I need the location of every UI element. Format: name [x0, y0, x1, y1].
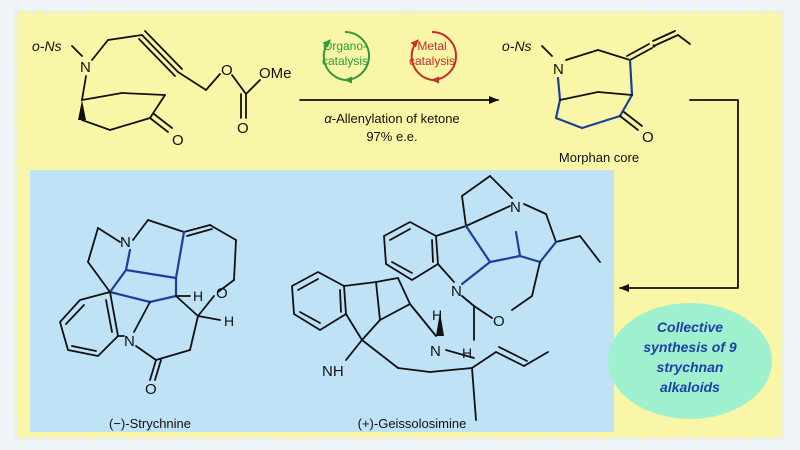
morphan-core-label: Morphan core: [559, 150, 639, 165]
str-o-ether: O: [216, 285, 228, 302]
str-h-1: H: [193, 288, 203, 304]
arrow-label-text: -Allenylation of ketone: [332, 111, 460, 126]
mc-o-ketone: O: [642, 129, 654, 146]
gs-n-top: N: [510, 199, 521, 216]
gs-h-1: H: [432, 307, 442, 323]
morphan-core: o-Ns N O Morphan core: [502, 30, 691, 165]
metal-label-2: catalysis: [409, 54, 455, 68]
mc-ns-label: o-Ns: [502, 38, 532, 54]
bubble-line-2: synthesis of 9: [643, 339, 737, 355]
sm-o-methyl: OMe: [259, 65, 292, 82]
sm-ns-label: o-Ns: [32, 38, 62, 54]
metal-catalysis-cycle: Metal catalysis: [409, 31, 457, 84]
alpha-symbol: α: [324, 111, 332, 126]
str-h-2: H: [224, 313, 234, 329]
bubble-line-3: strychnan: [657, 359, 724, 375]
result-bubble-shape: [608, 303, 772, 419]
sm-o-carbonyl: O: [237, 120, 249, 137]
str-n-top: N: [120, 234, 131, 251]
mc-n-atom: N: [553, 61, 564, 78]
gs-n-mid: N: [451, 283, 462, 300]
bubble-line-1: Collective: [657, 319, 723, 335]
starting-material: o-Ns N O O OMe O: [32, 30, 292, 149]
gs-h-2: H: [462, 345, 472, 361]
organocatalysis-cycle: Organo- catalysis: [322, 31, 370, 84]
strychnine-structure: N O H H N O: [59, 219, 237, 431]
ee-label: 97% e.e.: [366, 129, 417, 144]
geissolosimine-name: (+)-Geissolosimine: [358, 416, 467, 431]
bracket-arrow: [619, 99, 739, 292]
strychnine-name: (−)-Strychnine: [109, 416, 191, 431]
sm-o-ester: O: [221, 62, 233, 79]
geissolosimine-structure: N N O H H NH: [291, 175, 601, 431]
bubble-line-4: alkaloids: [660, 379, 720, 395]
arrow-label: α-Allenylation of ketone: [324, 111, 459, 126]
sm-o-ketone: O: [172, 132, 184, 149]
gs-nh: NH: [322, 363, 344, 380]
str-o-carbonyl: O: [145, 381, 157, 398]
gs-o-ring: O: [493, 313, 505, 330]
sm-n-atom: N: [80, 59, 91, 76]
organo-label-1: Organo-: [323, 39, 367, 53]
result-bubble: Collective synthesis of 9 strychnan alka…: [608, 303, 772, 419]
target-panel: [30, 170, 614, 432]
str-n-bottom: N: [124, 333, 135, 350]
organo-label-2: catalysis: [322, 54, 368, 68]
metal-label-1: Metal: [417, 39, 446, 53]
gs-n-bottom: N: [430, 343, 441, 360]
